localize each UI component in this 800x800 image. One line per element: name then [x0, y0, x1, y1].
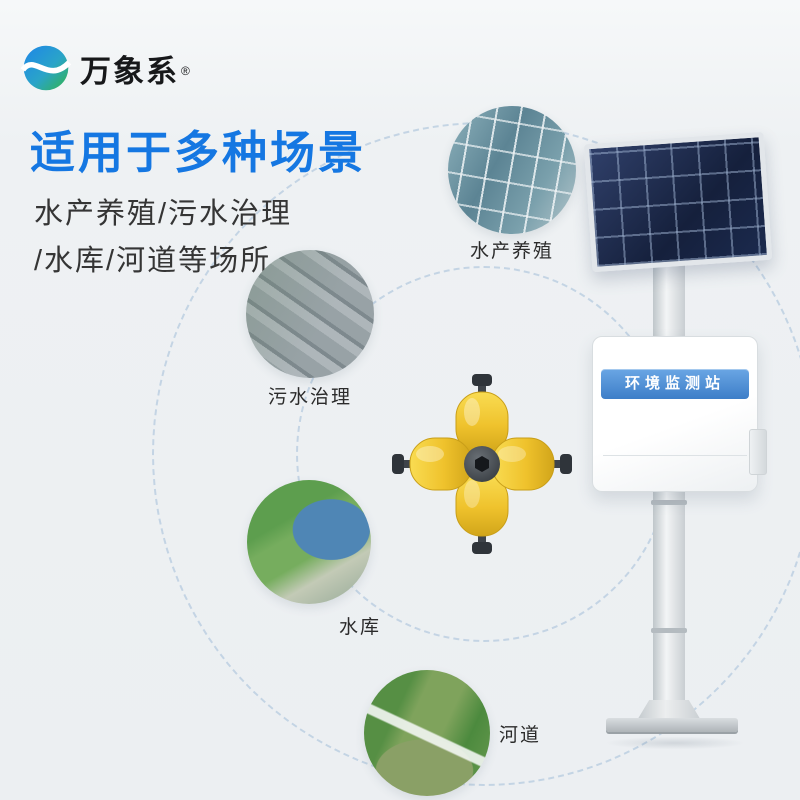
station-base-plate — [606, 718, 738, 732]
subtitle-line-1: 水产养殖/污水治理 — [34, 198, 293, 230]
brand-swirl-icon — [20, 45, 72, 91]
water-quality-buoy — [392, 374, 572, 554]
subtitle-line-2: /水库/河道等场所 — [34, 245, 272, 277]
cabinet-side-box — [749, 429, 767, 475]
station-label: 环境监测站 — [601, 369, 749, 399]
scene-photo-aquaculture — [448, 106, 576, 234]
scene-label-reservoir: 水库 — [338, 617, 381, 638]
scene-photo-river — [364, 670, 490, 796]
brand-logo: 万象系® — [20, 42, 190, 94]
scene-label-river: 河道 — [498, 725, 541, 746]
registered-mark: ® — [181, 64, 190, 79]
station-cabinet: 环境监测站 — [592, 336, 767, 492]
scene-photo-sewage — [246, 250, 374, 378]
brand-name: 万象系® — [80, 46, 190, 91]
pole-joint — [651, 500, 687, 505]
brand-name-text: 万象系 — [80, 53, 179, 89]
scene-label-aquaculture: 水产养殖 — [469, 241, 554, 262]
scene-label-sewage: 污水治理 — [267, 387, 352, 408]
solar-panel — [583, 131, 773, 273]
page-title: 适用于多种场景 — [30, 127, 367, 178]
cabinet-seam — [603, 455, 747, 456]
pole-base-flare — [636, 700, 702, 722]
ground-shadow — [578, 734, 772, 752]
scene-photo-reservoir — [247, 480, 371, 604]
pole-joint — [651, 628, 687, 633]
